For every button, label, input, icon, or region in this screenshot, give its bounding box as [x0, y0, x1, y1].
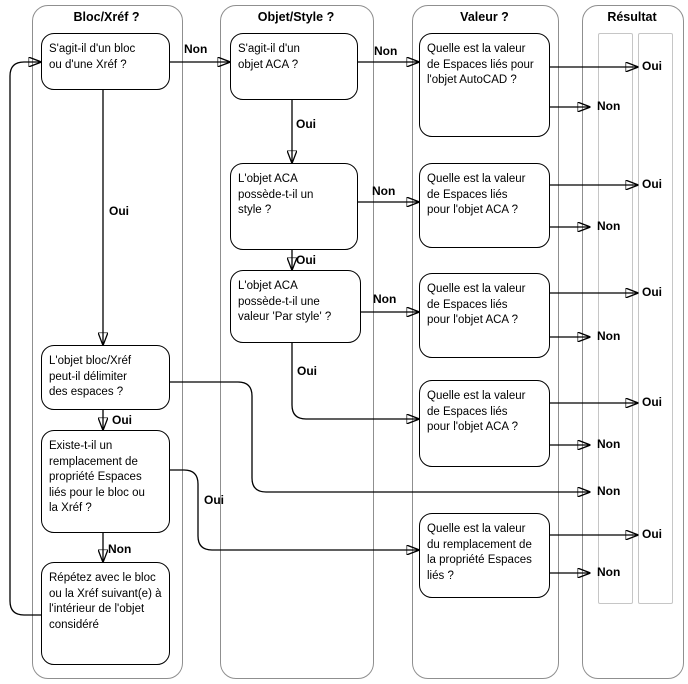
result-label-oui: Oui: [642, 527, 662, 541]
edge-label-non: Non: [108, 542, 132, 556]
edge-label-non: Non: [373, 292, 397, 306]
node-instruction-repetez: Répétez avec le bloc ou la Xréf suivant(…: [41, 562, 170, 665]
result-label-non: Non: [597, 437, 621, 451]
result-label-oui: Oui: [642, 177, 662, 191]
column-header-bloc-xref: Bloc/Xréf ?: [73, 10, 140, 24]
edge-label-oui: Oui: [296, 117, 316, 131]
result-label-non: Non: [597, 484, 621, 498]
result-label-oui: Oui: [642, 395, 662, 409]
column-header-resultat: Résultat: [607, 10, 657, 24]
node-question-valeur-aca-2: Quelle est la valeur de Espaces liés pou…: [419, 273, 550, 358]
edge-label-oui: Oui: [109, 204, 129, 218]
result-label-oui: Oui: [642, 285, 662, 299]
node-question-objet-aca: S'agit-il d'un objet ACA ?: [230, 33, 358, 100]
result-label-oui: Oui: [642, 59, 662, 73]
result-label-non: Non: [597, 565, 621, 579]
node-question-bloc-xref: S'agit-il d'un bloc ou d'une Xréf ?: [41, 33, 170, 90]
node-question-remplacement-propriete: Existe-t-il un remplacement de propriété…: [41, 430, 170, 533]
node-question-valeur-remplacement: Quelle est la valeur du remplacement de …: [419, 513, 550, 598]
node-question-valeur-aca-3: Quelle est la valeur de Espaces liés pou…: [419, 380, 550, 467]
node-question-delimiter-espaces: L'objet bloc/Xréf peut-il délimiter des …: [41, 345, 170, 410]
result-label-non: Non: [597, 219, 621, 233]
edge-label-non: Non: [372, 184, 396, 198]
column-header-objet-style: Objet/Style ?: [257, 10, 335, 24]
result-slot-non: [598, 33, 633, 604]
edge-label-oui: Oui: [204, 493, 224, 507]
result-slot-oui: [638, 33, 673, 604]
edge-label-oui: Oui: [112, 413, 132, 427]
node-question-valeur-autocad: Quelle est la valeur de Espaces liés pou…: [419, 33, 550, 137]
result-label-non: Non: [597, 99, 621, 113]
column-resultat: [582, 5, 684, 679]
edge-label-oui: Oui: [297, 364, 317, 378]
node-question-style-aca: L'objet ACA possède-t-il un style ?: [230, 163, 358, 250]
column-valeur: [412, 5, 559, 679]
edge-label-oui: Oui: [296, 253, 316, 267]
column-header-valeur: Valeur ?: [460, 10, 509, 24]
edge-label-non: Non: [374, 44, 398, 58]
result-label-non: Non: [597, 329, 621, 343]
node-question-par-style: L'objet ACA possède-t-il une valeur 'Par…: [230, 270, 361, 343]
column-objet-style: [220, 5, 374, 679]
edge-label-non: Non: [184, 42, 208, 56]
node-question-valeur-aca-1: Quelle est la valeur de Espaces liés pou…: [419, 163, 550, 248]
